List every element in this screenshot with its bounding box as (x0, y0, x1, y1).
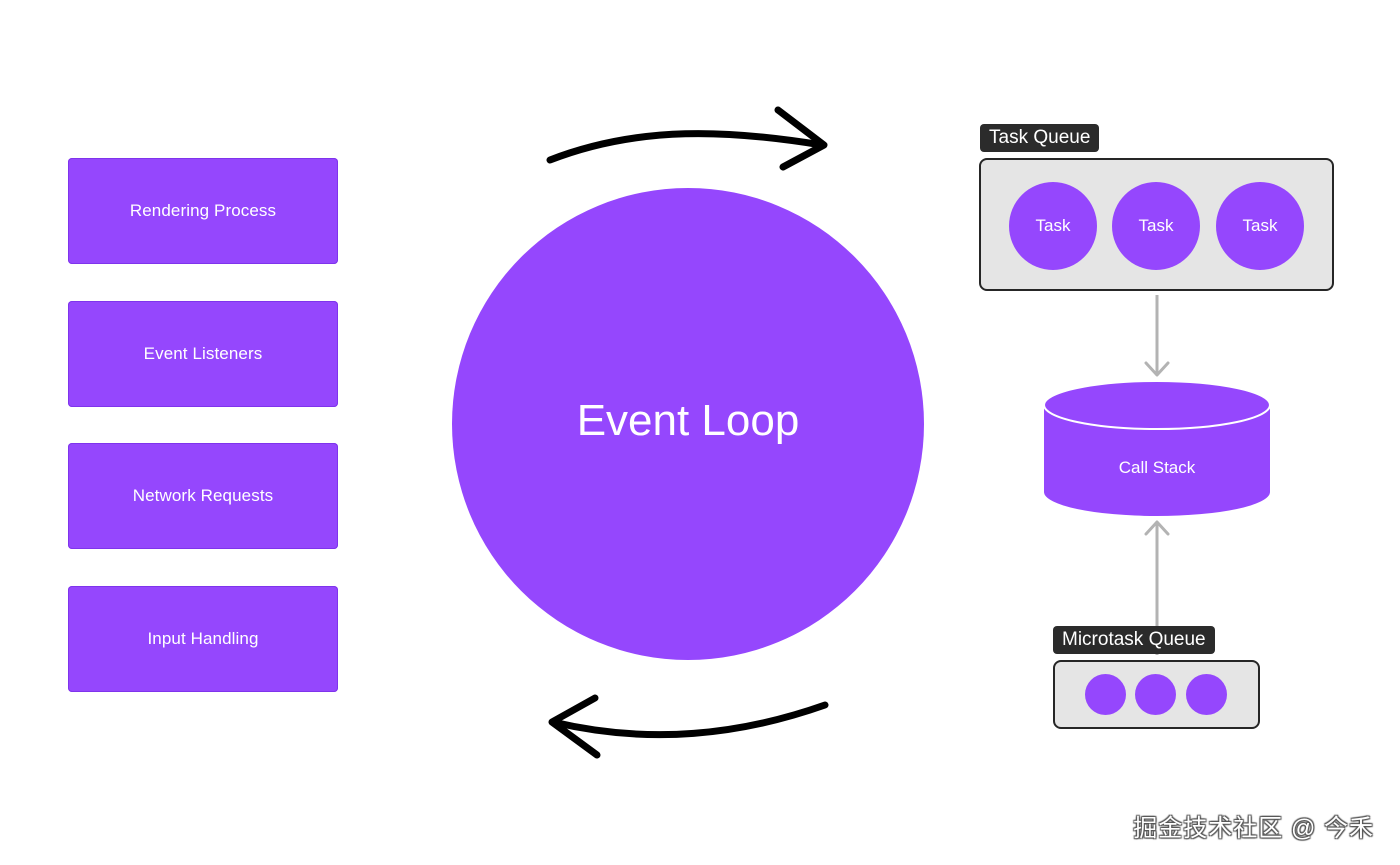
micro-to-stack-arrowhead (1144, 520, 1170, 536)
microtask-item (1135, 674, 1176, 715)
bottom-cycle-arrowhead (548, 694, 601, 759)
network-requests-box: Network Requests (68, 443, 338, 549)
event-listeners-box: Event Listeners (68, 301, 338, 407)
watermark: 掘金技术社区 @ 今禾 (1133, 815, 1374, 842)
rendering-process-box: Rendering Process (68, 158, 338, 264)
event-listeners-label: Event Listeners (143, 344, 263, 363)
input-handling-label: Input Handling (147, 629, 259, 648)
task-queue-box: Task Task Task (979, 158, 1334, 291)
event-loop-label: Event Loop (576, 396, 800, 445)
call-stack-cylinder (1043, 380, 1271, 516)
microtask-item (1085, 674, 1126, 715)
task-item-label: Task (1138, 216, 1174, 235)
task-item: Task (1216, 182, 1304, 270)
top-cycle-arrowhead (774, 106, 828, 171)
task-item-label: Task (1035, 216, 1071, 235)
microtask-queue-title: Microtask Queue (1053, 626, 1215, 654)
bottom-cycle-arrow (549, 701, 829, 739)
top-cycle-arrow (546, 130, 826, 164)
task-item-label: Task (1242, 216, 1278, 235)
input-handling-box: Input Handling (68, 586, 338, 692)
task-to-stack-arrowhead (1144, 361, 1170, 377)
task-queue-title: Task Queue (980, 124, 1100, 152)
task-item: Task (1009, 182, 1097, 270)
microtask-item (1186, 674, 1227, 715)
microtask-queue-box (1053, 660, 1260, 729)
network-requests-label: Network Requests (132, 486, 274, 505)
task-item: Task (1112, 182, 1200, 270)
rendering-process-label: Rendering Process (129, 201, 277, 220)
call-stack-label: Call Stack (1118, 458, 1196, 477)
event-loop-circle: Event Loop (452, 188, 924, 660)
